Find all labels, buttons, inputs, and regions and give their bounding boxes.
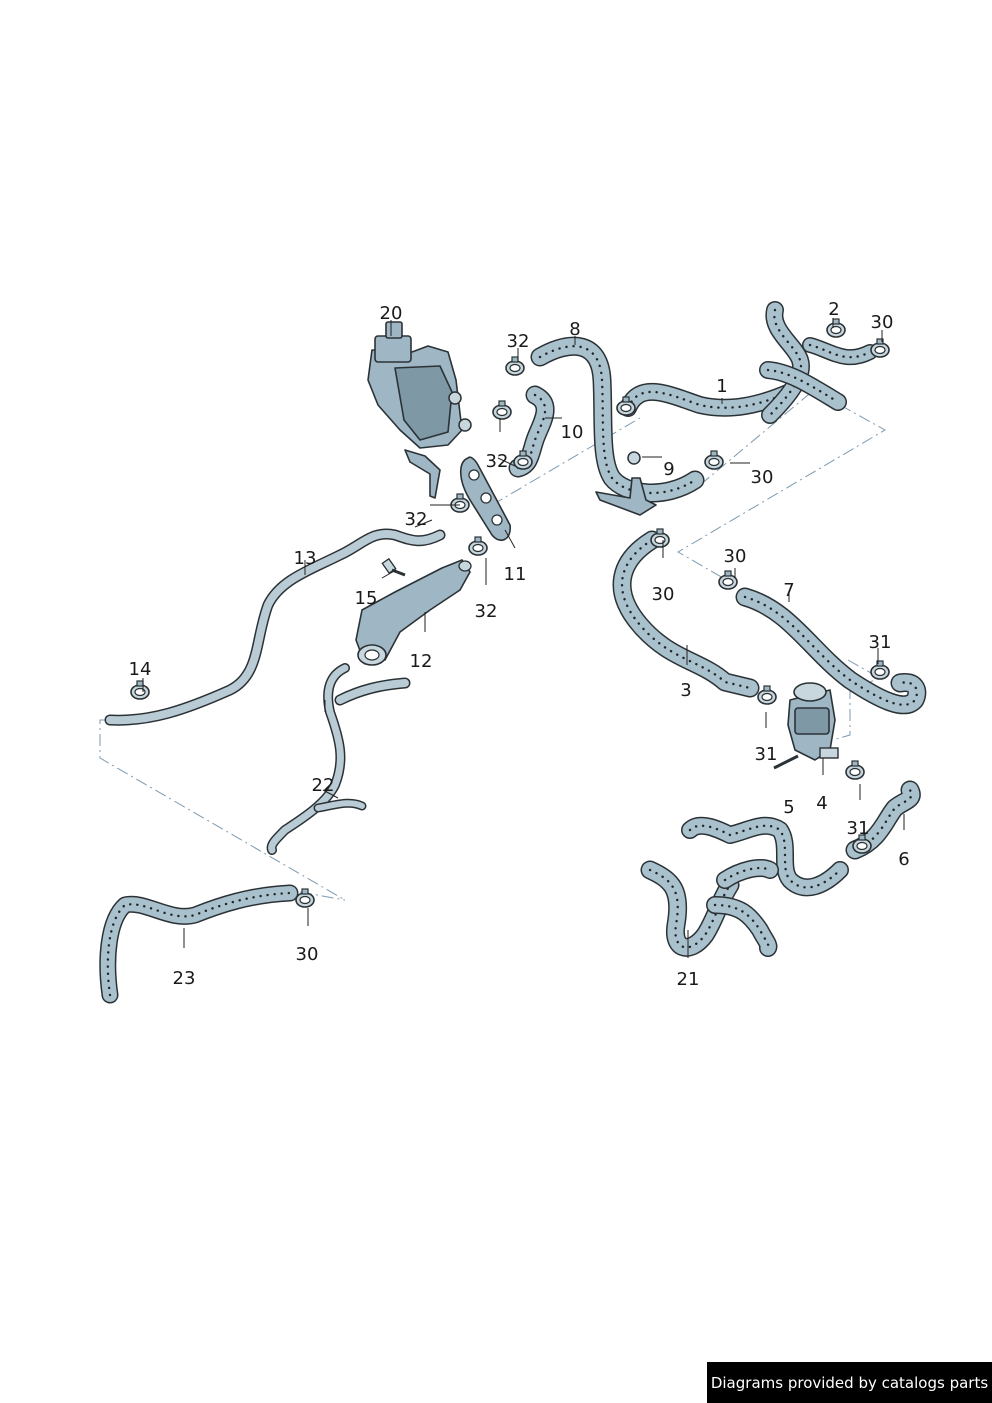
part-label-10: 10 bbox=[561, 422, 584, 443]
part-label-7: 7 bbox=[783, 580, 794, 601]
hose-21b bbox=[681, 816, 849, 897]
part-label-31: 31 bbox=[847, 818, 870, 839]
part-label-12: 12 bbox=[410, 651, 433, 672]
hose-1 bbox=[619, 382, 799, 417]
hose-1c bbox=[759, 361, 847, 411]
part-label-32: 32 bbox=[507, 331, 530, 352]
part-label-5: 5 bbox=[783, 797, 794, 818]
part-9-bracket bbox=[595, 451, 657, 516]
hose-clamp bbox=[450, 493, 470, 513]
hose-clamp bbox=[468, 536, 488, 556]
part-label-30: 30 bbox=[652, 584, 675, 605]
part-12-coolant-housing bbox=[355, 559, 472, 666]
part-labels: 1234567891011121314152021222330303030303… bbox=[129, 299, 910, 990]
part-label-32: 32 bbox=[486, 451, 509, 472]
hose-clamp bbox=[704, 450, 724, 470]
part-20-heater-unit bbox=[367, 321, 472, 499]
part-label-32: 32 bbox=[475, 601, 498, 622]
hose-7 bbox=[735, 587, 927, 715]
part-label-30: 30 bbox=[871, 312, 894, 333]
hose-clamp bbox=[130, 680, 150, 700]
part-label-30: 30 bbox=[724, 546, 747, 567]
part-label-23: 23 bbox=[173, 968, 196, 989]
part-5-bolt bbox=[773, 754, 799, 770]
part-4-valve bbox=[787, 682, 839, 761]
hose-clamp bbox=[492, 400, 512, 420]
part-label-3: 3 bbox=[680, 680, 691, 701]
leader-line bbox=[497, 457, 516, 467]
part-label-30: 30 bbox=[296, 944, 319, 965]
leader-line bbox=[414, 519, 433, 528]
hose-clamp bbox=[870, 338, 890, 358]
hose-23 bbox=[99, 884, 299, 1004]
pipe-22c bbox=[313, 798, 367, 813]
part-label-2: 2 bbox=[828, 299, 839, 320]
part-label-8: 8 bbox=[569, 319, 580, 340]
hose-clamp bbox=[870, 660, 890, 680]
part-label-21: 21 bbox=[677, 969, 700, 990]
footer-credit: Diagrams provided by catalogs parts bbox=[707, 1362, 992, 1403]
hose-21d bbox=[706, 896, 778, 957]
hose-6 bbox=[845, 780, 921, 860]
part-label-22: 22 bbox=[312, 775, 335, 796]
part-label-31: 31 bbox=[755, 744, 778, 765]
part-label-30: 30 bbox=[751, 467, 774, 488]
part-label-4: 4 bbox=[816, 793, 827, 814]
leader-line bbox=[504, 529, 516, 549]
part-label-13: 13 bbox=[294, 548, 317, 569]
part-label-9: 9 bbox=[663, 459, 674, 480]
part-label-11: 11 bbox=[504, 564, 527, 585]
leader-line bbox=[381, 569, 397, 579]
hose-21c bbox=[716, 859, 779, 889]
part-label-14: 14 bbox=[129, 659, 152, 680]
part-label-31: 31 bbox=[869, 632, 892, 653]
pipe-22 bbox=[266, 663, 350, 855]
hose-clamp bbox=[826, 318, 846, 338]
hose-3 bbox=[612, 530, 760, 698]
part-11-flange bbox=[459, 456, 511, 541]
hose-2-30 bbox=[802, 337, 878, 366]
part-label-1: 1 bbox=[716, 376, 727, 397]
pipe-22b bbox=[334, 677, 411, 706]
hose-clamp bbox=[295, 888, 315, 908]
hose-1b bbox=[761, 301, 810, 424]
hoses-layer bbox=[99, 301, 927, 1004]
part-label-32: 32 bbox=[405, 509, 428, 530]
hose-clamp bbox=[845, 760, 865, 780]
hose-clamp bbox=[757, 685, 777, 705]
part-label-15: 15 bbox=[355, 588, 378, 609]
part-15-screw bbox=[381, 557, 406, 577]
hose-clamp bbox=[718, 570, 738, 590]
leader-lines bbox=[142, 318, 905, 958]
part-label-6: 6 bbox=[898, 849, 909, 870]
part-label-20: 20 bbox=[380, 303, 403, 324]
hose-clamp bbox=[505, 356, 525, 376]
leader-line bbox=[322, 789, 339, 799]
pipe-13 bbox=[104, 528, 446, 726]
